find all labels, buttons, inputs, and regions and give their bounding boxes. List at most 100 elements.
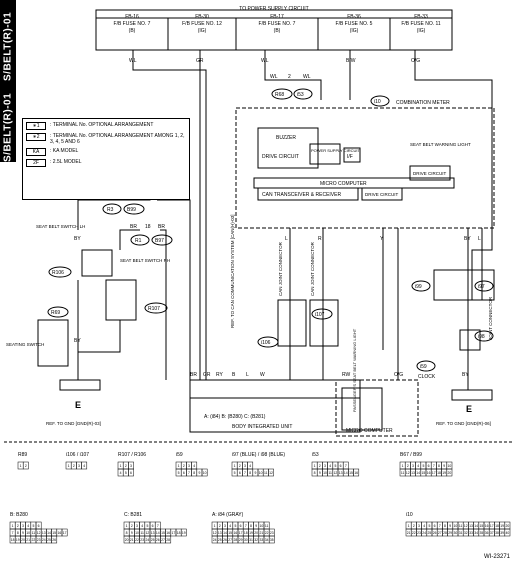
wire-tag: WL (261, 58, 269, 64)
terminal-number: 23 (270, 531, 274, 535)
terminal-number: 2 (413, 524, 415, 528)
wire-tag: L (285, 236, 288, 242)
ref-gnd-left-label: REF. TO GND [GND(R)-03] (46, 421, 101, 426)
terminal-number: 10 (260, 524, 264, 528)
terminal-number: 13 (42, 531, 46, 535)
terminal-number: 9 (22, 531, 24, 535)
terminal-number: 35 (480, 531, 484, 535)
terminal-number: 19 (500, 524, 504, 528)
terminal-number: 19 (16, 538, 20, 542)
terminal-number: 29 (239, 538, 243, 542)
terminal-number: 18 (177, 531, 181, 535)
connector-r69: R69 (51, 310, 60, 316)
terminal-number: 20 (506, 524, 510, 528)
biu-connectors-label: A: (i84) B: (B280) C: (B281) (204, 414, 266, 420)
terminal-number: 2 (25, 464, 27, 468)
terminal-number: 18 (437, 471, 441, 475)
terminal-number: 1 (314, 464, 316, 468)
terminal-number: 15 (228, 531, 232, 535)
terminal-number: 32 (254, 538, 258, 542)
connector-b99: B99 (127, 207, 136, 213)
legend-row: ∗1: TERMINAL No. OPTIONAL ARRANGEMENT (26, 122, 186, 130)
diagram-code: WI-23271 (483, 554, 510, 560)
terminal-number: 4 (249, 464, 251, 468)
terminal-number: 7 (245, 524, 247, 528)
micro-computer-2-label: MICRO COMPUTER (346, 428, 393, 434)
terminal-number: 13 (218, 531, 222, 535)
terminal-number: 1 (178, 464, 180, 468)
terminal-number: 3 (324, 464, 326, 468)
terminal-number: 3 (224, 524, 226, 528)
wire-tag: GR (196, 58, 204, 64)
terminal-number: 37 (490, 531, 494, 535)
connector-i97: i97 (478, 284, 485, 290)
terminal-number: 7 (157, 524, 159, 528)
terminal-number: 28 (443, 531, 447, 535)
terminal-number: 15 (480, 524, 484, 528)
terminal-number: 7 (345, 464, 347, 468)
connector-i59: i59 (420, 364, 427, 370)
can-transceiver-label: CAN TRANSCEIVER & RECEIVER (262, 192, 341, 198)
terminal-number: 7 (433, 464, 435, 468)
terminal-number: 27 (161, 538, 165, 542)
terminal-cell (61, 528, 68, 537)
terminal-number: 6 (340, 464, 342, 468)
terminal-number: 11 (401, 471, 405, 475)
terminal-number: 5 (234, 471, 236, 475)
connector-i99: i99 (415, 284, 422, 290)
terminal-number: 34 (265, 538, 269, 542)
terminal-number: 23 (37, 538, 41, 542)
seat-belt-warning-light-label: SEAT BELT WARNING LIGHT (410, 142, 471, 147)
terminal-number: 3 (78, 464, 80, 468)
drive-circuit-label: DRIVE CIRCUIT (262, 154, 299, 160)
terminal-number: 31 (249, 538, 253, 542)
terminal-number: 3 (244, 464, 246, 468)
terminal-number: 13 (151, 531, 155, 535)
terminal-number: 5 (428, 524, 430, 528)
terminal-number: 12 (269, 471, 273, 475)
terminal-number: 23 (140, 538, 144, 542)
terminal-number: 17 (432, 471, 436, 475)
terminal-layout-title: i106 / i107 (66, 452, 89, 458)
terminal-number: 20 (448, 471, 452, 475)
terminal-layout-title: R107 / R106 (118, 452, 146, 458)
terminal-number: 10 (448, 464, 452, 468)
terminal-number: 4 (83, 464, 85, 468)
wire-tag: O/G (394, 372, 403, 378)
terminal-number: 10 (454, 524, 458, 528)
terminal-number: 6 (38, 524, 40, 528)
terminal-number: 1 (214, 524, 216, 528)
terminal-number: 26 (433, 531, 437, 535)
terminal-number: 3 (22, 524, 24, 528)
terminal-layout-title: i10 (406, 512, 413, 518)
terminal-number: 4 (229, 524, 231, 528)
terminal-number: 21 (407, 531, 411, 535)
terminal-number: 28 (166, 538, 170, 542)
terminal-number: 39 (500, 531, 504, 535)
body-integrated-unit-label: BODY INTEGRATED UNIT (232, 424, 292, 430)
wire-tag: W (260, 372, 265, 378)
terminal-number: 5 (178, 471, 180, 475)
terminal-number: 16 (427, 471, 431, 475)
terminal-number: 34 (474, 531, 478, 535)
wire-tag: R (318, 236, 322, 242)
terminal-number: 1 (68, 464, 70, 468)
connector-i10: i10 (374, 99, 381, 105)
terminal-number: 4 (27, 524, 29, 528)
terminal-number: 1 (12, 524, 14, 528)
wire-tag: 18 (145, 224, 151, 230)
wire-tag: BY (464, 236, 471, 242)
terminal-number: 27 (228, 538, 232, 542)
terminal-number: 4 (193, 464, 195, 468)
terminal-number: 11 (265, 524, 269, 528)
terminal-number: 32 (464, 531, 468, 535)
terminal-number: 7 (439, 524, 441, 528)
terminal-number: 25 (428, 531, 432, 535)
terminal-number: 30 (244, 538, 248, 542)
ground-right-label: E (466, 404, 472, 414)
legend-row: 2F: 2.5L MODEL (26, 159, 186, 167)
